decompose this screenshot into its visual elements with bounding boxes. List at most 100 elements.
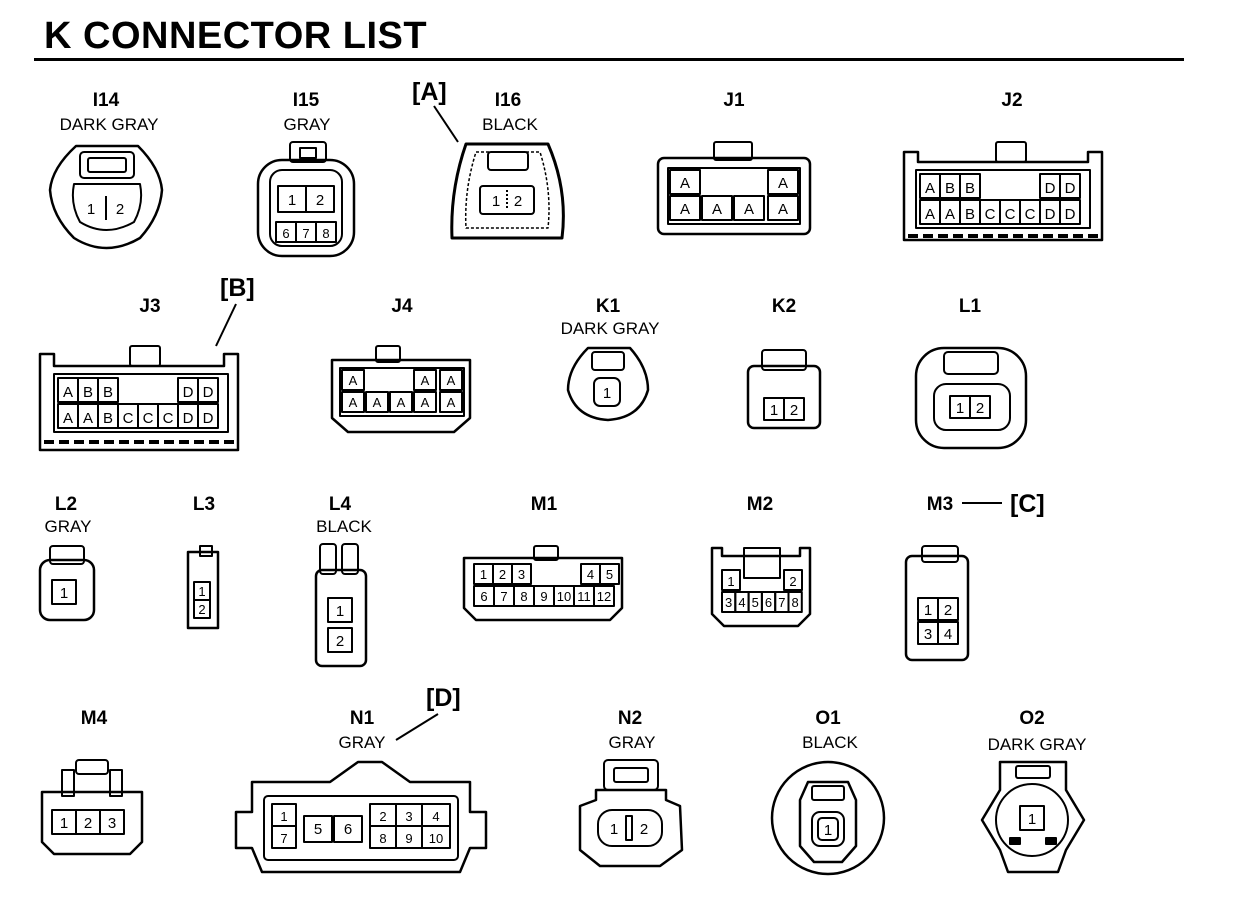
inner-frame [269, 169, 343, 247]
pin-label: D [183, 410, 194, 427]
connector-i16: I16 BLACK 1 2 [450, 90, 565, 240]
connector-id: N1 [350, 708, 375, 729]
callout-d: [D] [395, 684, 461, 741]
pin-cell [787, 591, 803, 613]
pin-divider [625, 815, 633, 841]
pin-label: 9 [540, 589, 547, 604]
pin-label: 1 [480, 567, 487, 582]
pin-label: 2 [514, 193, 522, 210]
callout-leader [395, 713, 439, 741]
pin-label: 3 [518, 567, 525, 582]
connector-id: M3 [927, 494, 953, 515]
callout-label: [A] [412, 78, 447, 106]
locking-tab [995, 141, 1027, 163]
pin-cell [767, 195, 799, 221]
pin-cell [783, 397, 805, 421]
pin-cell [959, 173, 981, 199]
connector-housing [234, 760, 488, 874]
pin-cell [439, 369, 463, 391]
connector-housing [40, 790, 144, 856]
pin-label: C [163, 410, 174, 427]
pin-label: 2 [84, 815, 92, 832]
callout-label: [B] [220, 274, 255, 302]
connector-j1: J1 A A A A A A [656, 90, 812, 236]
connector-color: GRAY [284, 115, 331, 134]
locking-tab [713, 141, 753, 161]
pin-label: A [397, 395, 406, 410]
locking-tab [75, 759, 109, 775]
pin-label: 6 [282, 226, 289, 241]
pin-cell [669, 195, 701, 221]
connector-id: L4 [329, 494, 352, 515]
pin-label: 2 [976, 400, 984, 417]
terminal-cavity [479, 185, 535, 215]
pin-label: A [349, 395, 358, 410]
connector-k2: K2 1 2 [746, 296, 822, 430]
connector-id: I14 [93, 90, 120, 111]
connector-housing [914, 346, 1028, 450]
connector-id: M4 [81, 708, 108, 729]
locking-tab [533, 545, 559, 561]
connector-color: GRAY [609, 733, 656, 752]
pin-label: B [83, 384, 93, 401]
pin-cell [305, 185, 335, 213]
terminal-cavity [593, 377, 621, 407]
pin-label: 2 [336, 633, 344, 650]
connector-housing [48, 144, 164, 250]
locking-tab [341, 543, 359, 575]
locking-tab [743, 547, 781, 579]
pin-cell [937, 621, 959, 645]
pin-cell [783, 569, 803, 591]
inner-frame [667, 167, 801, 225]
connector-m3: M3 1 2 3 4 [904, 494, 970, 662]
connector-l2: L2 GRAY 1 [38, 494, 96, 622]
pin-label: 8 [322, 226, 329, 241]
pin-label: 2 [198, 602, 205, 617]
pin-label: A [349, 373, 358, 388]
pin-label: 9 [405, 831, 412, 846]
connector-id: K2 [772, 296, 796, 317]
pin-label: D [1065, 206, 1076, 223]
callout-b: [B] [215, 274, 255, 347]
pin-label: 1 [603, 385, 611, 402]
pin-label: 8 [792, 595, 799, 610]
pin-cell [969, 395, 991, 419]
terminal-cavity [71, 183, 143, 231]
pin-cell [341, 369, 365, 391]
pin-cell [333, 815, 363, 843]
guide-rib [61, 769, 75, 797]
pin-cell [51, 579, 77, 605]
locking-tab [79, 151, 135, 179]
pin-label: 8 [379, 831, 386, 846]
connector-l4: L4 BLACK 1 2 [314, 494, 373, 668]
connector-housing [330, 358, 472, 434]
connector-id: J4 [391, 296, 413, 317]
connector-k1: K1 DARK GRAY 1 [561, 296, 659, 422]
inner-frame [339, 367, 465, 417]
locking-tab [1015, 765, 1051, 779]
pin-label: C [143, 410, 154, 427]
connector-id: J3 [139, 296, 160, 317]
connector-id: J1 [723, 90, 745, 111]
inner-frame [263, 795, 459, 861]
connector-housing [578, 788, 684, 868]
connector-housing [314, 568, 368, 668]
connector-id: L2 [55, 494, 77, 515]
pin-cell [421, 825, 451, 849]
pin-label: A [63, 410, 73, 427]
pin-label: D [203, 410, 214, 427]
connector-l3: L3 1 2 [186, 494, 220, 630]
locking-tab [591, 351, 625, 371]
locking-tab [603, 759, 659, 791]
pin-label: 2 [499, 567, 506, 582]
pin-cell [327, 627, 353, 653]
pin-label: 3 [725, 595, 732, 610]
pin-cell [767, 169, 799, 195]
pin-cell [413, 391, 437, 413]
pin-label: 1 [824, 822, 832, 839]
pin-cell [389, 391, 413, 413]
